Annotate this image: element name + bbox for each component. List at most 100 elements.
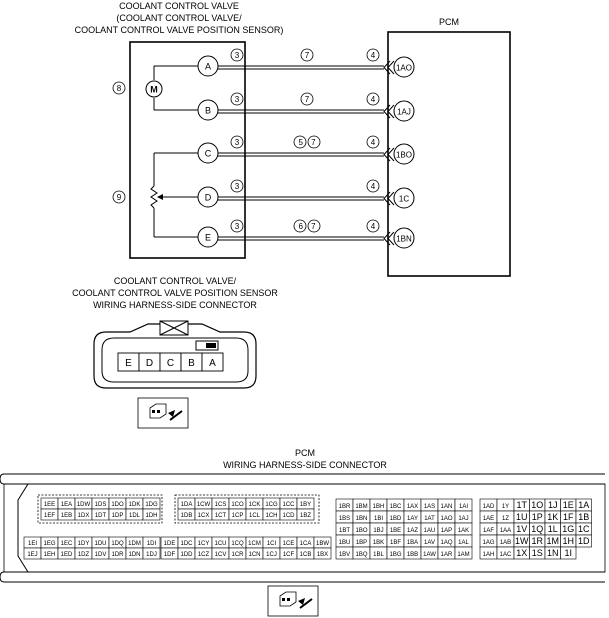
pcm-pin-label: 1DW [77, 502, 91, 508]
pcm-pin-label: 1B [578, 512, 589, 522]
pcm-pin-label: 1L [548, 524, 558, 534]
pcm-pin-label: 1R [531, 536, 543, 546]
pcm-pin-label: 1CM [248, 541, 261, 547]
callout-near [230, 179, 244, 193]
pcm-pin-label: 1CA [300, 541, 312, 547]
cv-pin-label: E [125, 358, 132, 369]
callout-far [366, 92, 380, 106]
pcm-connector-title-line-2: WIRING HARNESS-SIDE CONNECTOR [223, 460, 387, 470]
pcm-pin-label: 1AA [500, 528, 511, 534]
callout-mid [293, 135, 307, 149]
pcm-pin-label: 1CF [283, 552, 295, 558]
callout-mid-label: 7 [305, 51, 310, 60]
valve-pin-label: B [205, 106, 211, 116]
connector-arrow-icon [383, 104, 395, 119]
position-sensor-symbol [150, 152, 198, 238]
pcm-pin-label: 1D [578, 536, 590, 546]
callout-far [366, 219, 380, 233]
pcm-pin-label: 1AN [441, 504, 453, 510]
pcm-pin-label: 1DR [111, 552, 124, 558]
pcm-pin-label: 1AS [424, 504, 435, 510]
pcm-pin-label: 1EC [61, 541, 73, 547]
pcm-pin-label: 1DQ [111, 541, 124, 547]
pcm-pin [393, 187, 415, 209]
pcm-pin-group [37, 494, 163, 524]
callout-far-label: 4 [371, 222, 376, 231]
pcm-pin-label: 1AG [482, 540, 494, 546]
cv-connector-title-line-2: COOLANT CONTROL VALVE POSITION SENSOR [72, 288, 278, 298]
valve-pin [197, 142, 219, 164]
pcm-pin-label: 1DK [129, 502, 141, 508]
pcm-pin-label: 1DC [180, 541, 193, 547]
pcm-pin-label: 1CQ [231, 541, 244, 547]
resistor-icon [150, 185, 158, 209]
pcm-pin-label: 1BH [373, 504, 385, 510]
pcm-pin-label: 1BK [373, 540, 384, 546]
pcm-pin-label: 1CR [231, 552, 244, 558]
connector-arrow-icon [383, 231, 395, 246]
pcm-pin-label: 1I [564, 548, 572, 558]
pcm-pin-label: 1BY [300, 502, 311, 508]
cv-connector-outline [93, 323, 257, 389]
pcm-pin-label: 1X [516, 548, 527, 558]
pcm-pin-label: 1CZ [198, 552, 210, 558]
pcm-pin-label: 1C [578, 524, 590, 534]
cv-title: COOLANT CONTROL VALVE (COOLANT CONTROL V… [75, 1, 284, 35]
valve-pin [197, 55, 219, 77]
pcm-pin-cell [142, 508, 161, 521]
callout-far [366, 48, 380, 62]
pcm-pin-label: 1CT [215, 513, 227, 519]
pcm-pin-label: 1AP [441, 528, 452, 534]
pcm-pin-label: 1BE [390, 528, 401, 534]
pcm-title: PCM [439, 17, 459, 27]
pcm-pin-label: 1G [562, 524, 574, 534]
callout-mid-label: 6 7 [298, 222, 316, 231]
pcm-pin-label: 1W [515, 536, 529, 546]
connector-arrow-icon [383, 147, 395, 162]
pcm-pin-label: 1BS [339, 516, 350, 522]
pcm-pin-label: 1BX [317, 552, 328, 558]
callout-mid [307, 219, 321, 233]
pcm-pin-label: 1T [516, 500, 527, 510]
pcm-pin-label: 1AC [500, 552, 512, 558]
pcm-pin-label: 1J [548, 500, 558, 510]
callout-mid-label: 5 7 [298, 138, 316, 147]
pcm-pin-label: 1AJ [397, 108, 411, 117]
pcm-pin-label: 1N [547, 548, 559, 558]
cv-connector-key [195, 340, 219, 351]
cv-title-line-2: (COOLANT CONTROL VALVE/ [116, 13, 242, 23]
pcm-pin-label: 1CG [265, 502, 278, 508]
pcm-pin-label: 1DA [181, 502, 193, 508]
callout-mid [293, 219, 307, 233]
pcm-pin-label: 1O [531, 500, 543, 510]
pcm-pin-label: 1EJ [27, 552, 37, 558]
valve-pin-label: D [205, 193, 212, 203]
pcm-pin-group [174, 494, 320, 524]
pcm-pin-label: 1K [547, 512, 558, 522]
pcm-pin-label: 1BR [339, 504, 351, 510]
pcm-pin-label: 1Z [502, 516, 509, 522]
pcm-pin-label: 1CC [282, 502, 295, 508]
pcm-pin-label: 1BT [339, 528, 350, 534]
pcm-pin-label: 1EG [43, 541, 55, 547]
pcm-pin-label: 1CW [197, 502, 211, 508]
pcm-pin-label: 1E [563, 500, 574, 510]
pcm-pin-label: 1CB [300, 552, 312, 558]
connector-view-icon-2 [267, 585, 319, 617]
pcm-pin-label: 1V [516, 524, 527, 534]
cv-pin-label: B [188, 358, 195, 369]
cv-connector-title-line-1: COOLANT CONTROL VALVE/ [114, 276, 237, 286]
pcm-pin-label: 1DY [78, 541, 90, 547]
callout-far-label: 4 [371, 95, 376, 104]
pcm-pin-label: 1CH [265, 513, 277, 519]
callout-8 [112, 81, 126, 95]
connector-arrow-icon [383, 60, 395, 75]
pcm-pin-label: 1EI [28, 541, 37, 547]
callout-near [230, 92, 244, 106]
